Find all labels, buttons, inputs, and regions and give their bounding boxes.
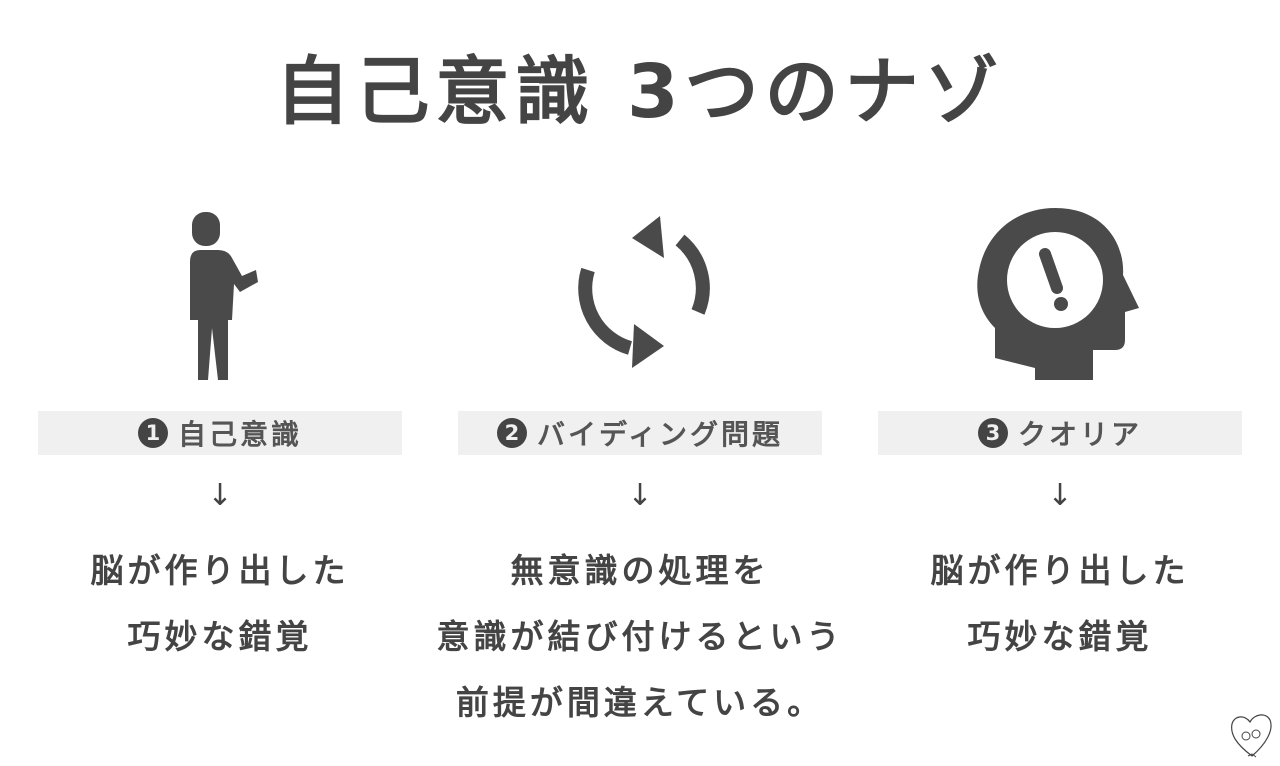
label-bar-1: 1 自己意識 <box>38 411 402 455</box>
number-badge: 2 <box>496 418 527 448</box>
description-line: 巧妙な錯覚 <box>967 617 1153 656</box>
column-qualia: 3 クオリア ↓ 脳が作り出した 巧妙な錯覚 <box>878 0 1242 766</box>
head-exclamation-icon <box>878 195 1242 390</box>
cycle-arrows-icon <box>458 195 822 390</box>
description-line: 脳が作り出した <box>90 551 350 590</box>
down-arrow-icon: ↓ <box>207 478 233 513</box>
description: 脳が作り出した 巧妙な錯覚 <box>878 538 1242 670</box>
description-line: 前提が間違えている。 <box>455 683 825 722</box>
description: 脳が作り出した 巧妙な錯覚 <box>38 538 402 670</box>
heart-face-logo-icon <box>1228 710 1276 762</box>
description-line: 無意識の処理を <box>510 551 770 590</box>
page-title: 自己意識 3つのナゾ <box>275 49 1005 135</box>
person-pointing-icon <box>38 195 402 390</box>
description-line: 巧妙な錯覚 <box>127 617 313 656</box>
label-bar-3: 3 クオリア <box>878 411 1242 455</box>
number-badge: 1 <box>137 418 168 448</box>
label-bar-2: 2 バイディング問題 <box>458 411 822 455</box>
down-arrow-icon: ↓ <box>1047 478 1073 513</box>
description-line: 意識が結び付けるという <box>436 617 844 656</box>
description: 無意識の処理を 意識が結び付けるという 前提が間違えている。 <box>428 538 852 736</box>
description-line: 脳が作り出した <box>930 551 1190 590</box>
down-arrow-icon: ↓ <box>627 478 653 513</box>
label-text: バイディング問題 <box>536 418 784 451</box>
label-text: 自己意識 <box>177 418 302 451</box>
label-text: クオリア <box>1017 418 1142 451</box>
column-binding-problem: 2 バイディング問題 ↓ 無意識の処理を 意識が結び付けるという 前提が間違えて… <box>437 0 840 766</box>
number-badge: 3 <box>977 418 1008 448</box>
column-self-consciousness: 1 自己意識 ↓ 脳が作り出した 巧妙な錯覚 <box>38 0 402 766</box>
